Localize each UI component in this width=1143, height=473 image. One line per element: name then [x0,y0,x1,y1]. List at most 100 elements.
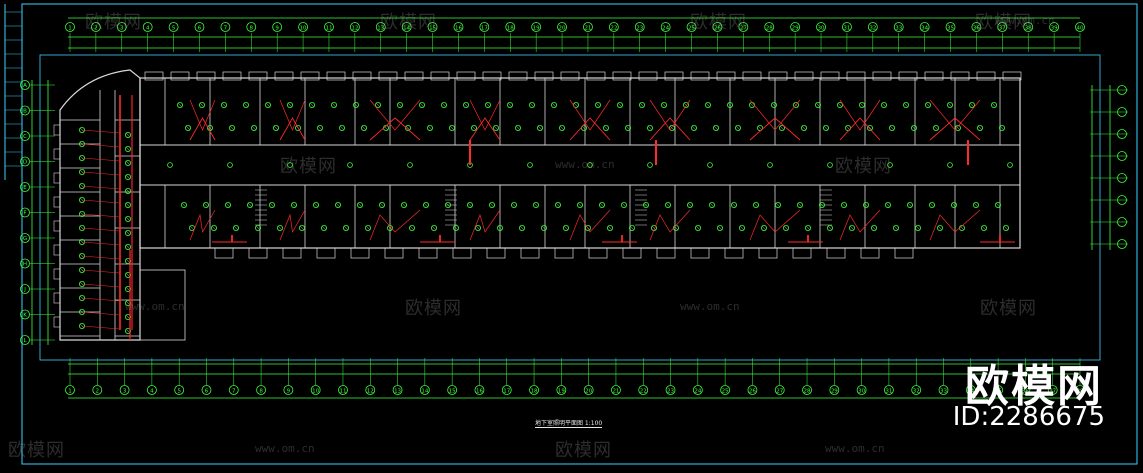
axis-bubble [501,385,512,395]
light-fixture [767,162,773,168]
light-fixture-cross [784,226,788,230]
axis-label: 32 [869,26,876,32]
light-fixture [330,102,337,109]
axis-bubble [531,22,542,32]
balcony [826,247,846,259]
axis-bubble [611,385,621,395]
light-fixture-cross [868,126,872,130]
axis-bubble [712,22,723,32]
light-fixture [551,102,558,109]
light-fixture [452,224,459,231]
light-fixture [533,201,540,208]
light-fixture-cross [126,329,130,333]
light-fixture-cross [842,203,846,207]
window [53,124,61,136]
light-fixture [125,201,132,208]
light-fixture [911,125,918,132]
light-fixture-cross [310,103,314,107]
axis-label: 15 [449,389,456,395]
light-fixture-cross [618,103,622,107]
light-fixture [347,162,353,168]
light-fixture-cross [1000,126,1004,130]
axis-bubble [660,22,671,32]
axis-label: 15 [429,26,436,32]
axis-bubble [479,22,490,32]
light-fixture-cross [908,203,912,207]
light-fixture [973,201,980,208]
axis-bubble [638,385,649,395]
axis-label: 35 [947,26,954,32]
light-fixture-cross [182,203,186,207]
light-fixture-cross [692,126,696,130]
balcony [352,71,372,81]
window [53,292,61,304]
light-fixture [404,125,411,132]
light-fixture [915,224,922,231]
axis-label: 37 [999,26,1006,32]
watermark-url: www.om.cn [995,14,1055,27]
light-fixture-cross [530,103,534,107]
balcony [282,247,302,259]
light-fixture [771,102,778,109]
brand-logo-text: 欧模网 [965,361,1103,412]
light-fixture [527,162,533,168]
axis-label: 6 [205,389,209,395]
axis-label: 18 [507,26,514,32]
balcony [622,247,642,259]
axis-bubble [802,385,812,395]
light-fixture [793,102,800,109]
light-fixture [308,102,315,109]
light-fixture-cross [490,203,494,207]
axis-label: 37 [1049,389,1056,395]
light-fixture [287,162,293,168]
light-fixture-cross [186,126,190,130]
light-fixture [519,224,526,231]
axis-bubble [146,385,157,395]
axis-label: 33 [940,389,947,395]
light-fixture-cross [952,203,956,207]
light-fixture [430,224,437,231]
light-fixture [669,125,676,132]
light-fixture [937,224,944,231]
axis-bubble [256,385,266,395]
light-fixture-cross [780,126,784,130]
light-fixture [125,313,132,320]
light-fixture [621,201,628,208]
light-fixture [444,201,451,208]
light-fixture-cross [226,203,230,207]
light-fixture-cross [126,287,130,291]
light-fixture-cross [428,126,432,130]
light-fixture [125,243,132,250]
light-fixture-cross [816,103,820,107]
axis-bubble [65,385,75,395]
axis-label: 38 [1025,26,1032,32]
light-fixture [801,125,808,132]
light-fixture [125,327,132,334]
light-fixture-cross [508,103,512,107]
axis-bubble [447,385,458,395]
light-fixture [125,285,132,292]
wing-circuit-wire [81,283,121,288]
axis-label: 9 [275,26,279,32]
light-fixture [805,224,812,231]
axis-label: 12 [367,389,374,395]
window [53,148,61,160]
balcony [656,247,676,259]
light-fixture-cross [336,203,340,207]
axis-label: 28 [766,26,773,32]
light-fixture [254,224,261,231]
light-fixture [378,201,385,208]
axis-label: 9 [287,389,291,395]
light-fixture-cross [992,103,996,107]
circuit-wire [839,117,881,141]
light-fixture-cross [126,175,130,179]
axis-label: 34 [967,389,974,395]
light-fixture [687,201,694,208]
axis-bubble [20,182,30,192]
light-fixture-cross [252,126,256,130]
balcony [534,71,554,81]
axis-label: 1 [68,389,72,395]
light-fixture-cross [740,226,744,230]
light-fixture [577,201,584,208]
